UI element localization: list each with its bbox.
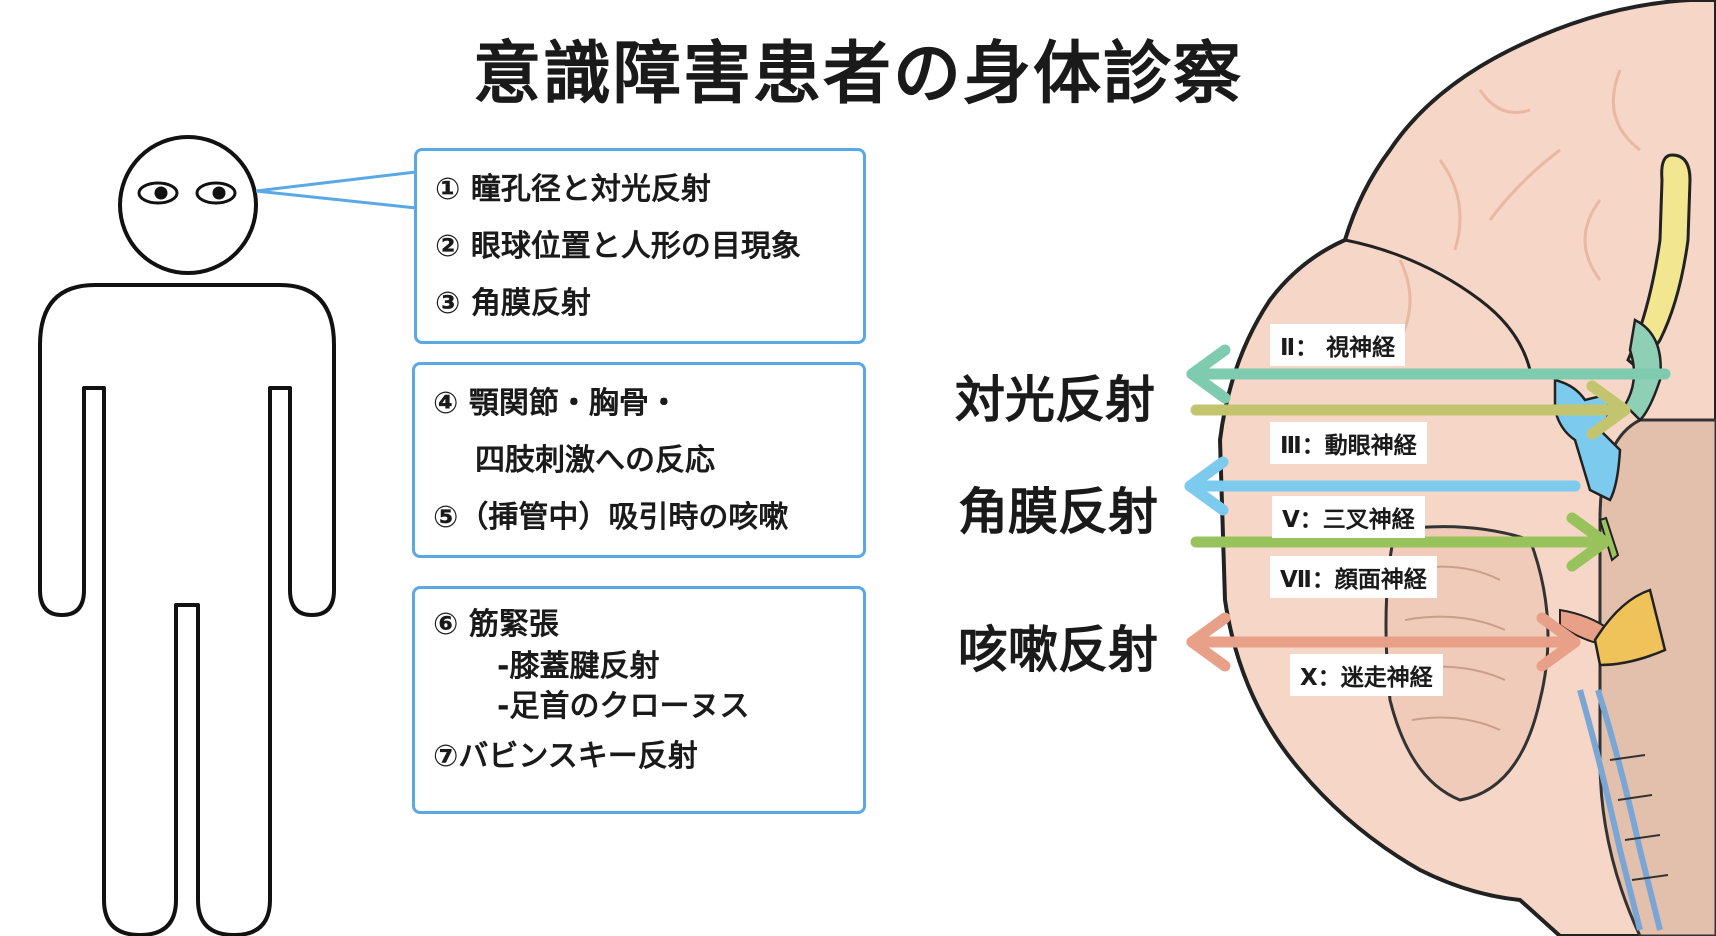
exam-item: 四肢刺激への反応 xyxy=(475,443,715,478)
light-reflex-efferent-arrow xyxy=(1190,380,1631,440)
reflex-label-cough: 咳嗽反射 xyxy=(958,621,1158,679)
nerve-label-trigeminal: Ⅴ：三叉神経 xyxy=(1272,496,1425,538)
exam-box-eye: ① 瞳孔径と対光反射 ② 眼球位置と人形の目現象 ③ 角膜反射 xyxy=(414,148,866,344)
callout-lines xyxy=(255,170,417,210)
exam-item: ③ 角膜反射 xyxy=(435,286,591,321)
nerve-label-facial: Ⅶ：顔面神経 xyxy=(1270,556,1437,598)
corneal-reflex-efferent-arrow xyxy=(1190,512,1611,572)
exam-item: ⑦バビンスキー反射 xyxy=(433,739,698,774)
brain-illustration xyxy=(1217,0,1716,936)
nerve-label-oculomotor: Ⅲ：動眼神経 xyxy=(1270,422,1427,464)
exam-item: ⑥ 筋緊張 xyxy=(433,607,559,642)
exam-item: ② 眼球位置と人形の目現象 xyxy=(435,229,801,264)
exam-box-motor: ⑥ 筋緊張 -膝蓋腱反射 -足首のクローヌス ⑦バビンスキー反射 xyxy=(412,586,866,814)
exam-box-stimulus: ④ 顎関節・胸骨・ 四肢刺激への反応 ⑤（挿管中）吸引時の咳嗽 xyxy=(412,362,866,558)
exam-item: ① 瞳孔径と対光反射 xyxy=(435,172,711,207)
reflex-label-light: 対光反射 xyxy=(955,371,1155,429)
nerve-label-vagus: Ⅹ：迷走神経 xyxy=(1290,654,1443,696)
human-figure-icon xyxy=(38,135,336,936)
reflex-label-corneal: 角膜反射 xyxy=(958,483,1158,541)
eye-icon xyxy=(137,181,237,205)
cough-reflex-arrow xyxy=(1186,612,1581,672)
corneal-reflex-afferent-arrow xyxy=(1184,456,1581,516)
exam-item: -足首のクローヌス xyxy=(497,689,750,724)
nerve-label-optic: Ⅱ： 視神経 xyxy=(1270,324,1406,366)
light-reflex-afferent-arrow xyxy=(1186,344,1671,404)
exam-item: ⑤（挿管中）吸引時の咳嗽 xyxy=(433,500,789,535)
page-title: 意識障害患者の身体診察 xyxy=(472,35,1243,114)
exam-item: -膝蓋腱反射 xyxy=(497,649,660,684)
exam-item: ④ 顎関節・胸骨・ xyxy=(433,386,679,421)
